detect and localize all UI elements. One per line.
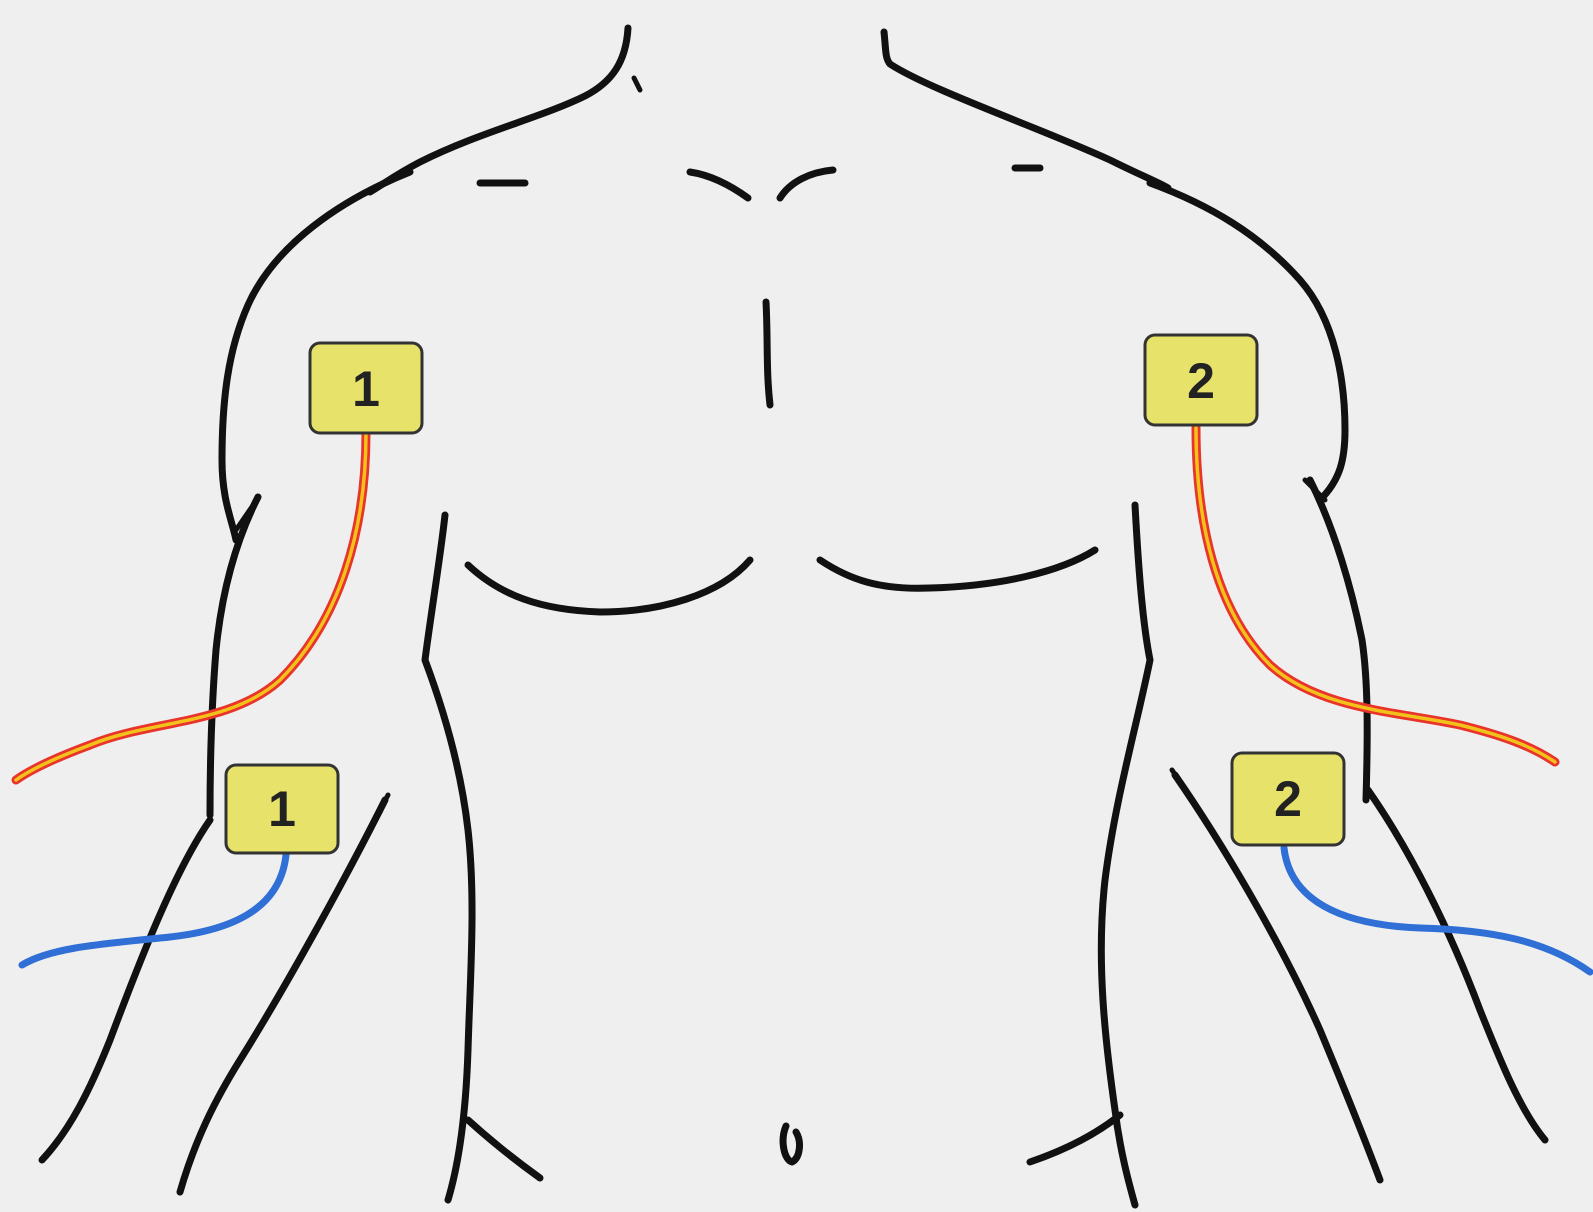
right-arm-lower-line-1 <box>42 820 210 1160</box>
electrode-upper-left-arm: 2 <box>1145 335 1257 425</box>
electrode-label: 2 <box>1187 353 1215 409</box>
electrode-label: 1 <box>268 781 296 837</box>
electrode-label: 2 <box>1274 771 1302 827</box>
electrode-upper-right-arm: 1 <box>310 343 422 433</box>
left-pectoral-line <box>820 550 1095 588</box>
torso-right-side <box>1101 505 1150 1205</box>
clavicle-dash-center-left <box>780 170 833 198</box>
neck-mark <box>634 78 640 90</box>
right-hip-crease <box>1030 1115 1120 1162</box>
body-outline <box>42 28 1545 1205</box>
navel <box>783 1126 799 1162</box>
electrode-lower-right-arm: 1 <box>226 765 338 853</box>
neck-left-line <box>370 28 628 192</box>
lead-red-upper-right-arm <box>16 433 366 780</box>
lead-blue-lower-right-arm <box>22 855 286 965</box>
right-armpit-mark <box>372 795 388 825</box>
electrode-lower-left-arm: 2 <box>1232 753 1344 845</box>
electrode-label: 1 <box>352 361 380 417</box>
sternum-line <box>766 302 770 405</box>
torso-left-side <box>425 515 472 1200</box>
lead-red-upper-left-arm <box>1196 428 1555 762</box>
left-hip-crease <box>468 1120 540 1178</box>
left-armpit-mark <box>1172 770 1198 808</box>
right-pectoral-line <box>468 560 750 612</box>
left-arm-lower-line-1 <box>1368 790 1545 1140</box>
clavicle-dash-center-right <box>690 172 748 198</box>
